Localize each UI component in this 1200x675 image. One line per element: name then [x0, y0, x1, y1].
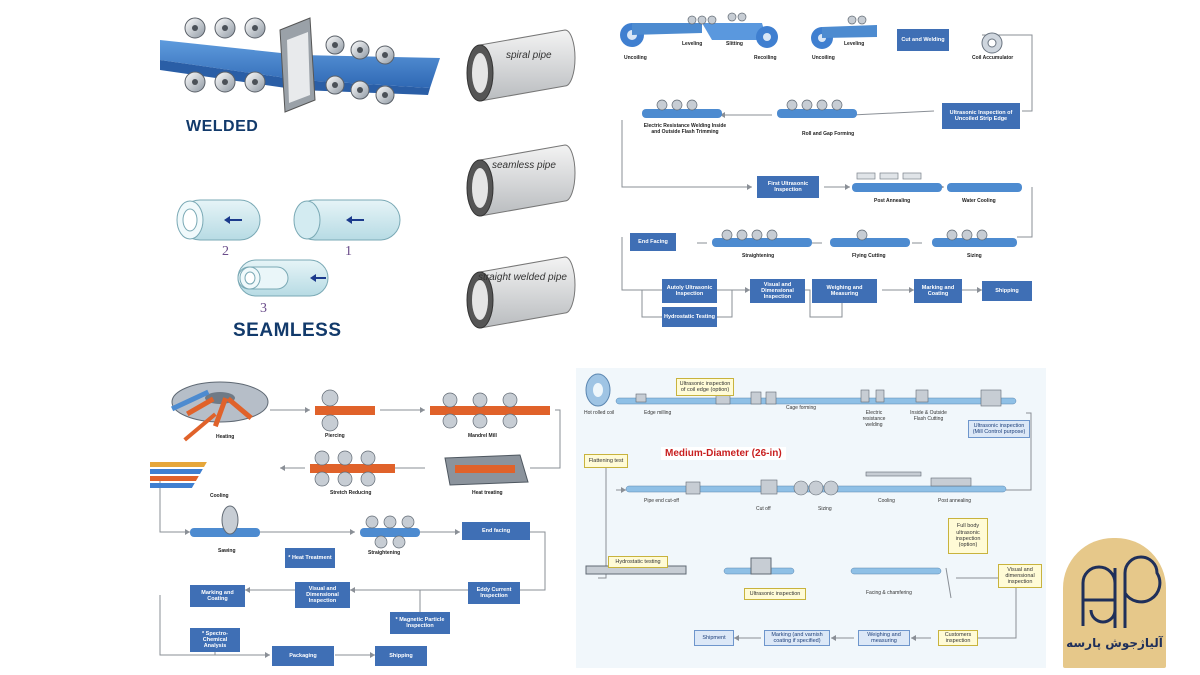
erw-uncoiling: Uncoiling — [624, 55, 647, 61]
spiral-pipe-label: spiral pipe — [506, 50, 552, 61]
erw-leveling-2: Leveling — [844, 41, 865, 47]
md-cage-forming: Cage forming — [786, 405, 817, 411]
erw-post-annealing: Post Annealing — [874, 198, 911, 204]
md-sizing: Sizing — [818, 506, 832, 512]
erw-flying-cutting: Flying Cutting — [852, 253, 886, 259]
medium-diameter-panel: Medium-Diameter (26-in) Hot rolled coil … — [576, 368, 1046, 668]
medium-title: Medium-Diameter (26-in) — [661, 447, 786, 460]
ajp-logo-icon — [1081, 555, 1162, 628]
pipe-types-illustration — [466, 29, 576, 329]
seamless-title: SEAMLESS — [233, 320, 342, 341]
erw-straightening: Straightening — [742, 253, 775, 259]
sl-heating: Heating — [216, 434, 235, 440]
md-hydro-box: Hydrostatic testing — [608, 556, 668, 568]
erw-uncoiling-2: Uncoiling — [812, 55, 835, 61]
sl-visual-box: Visual and Dimensional Inspection — [295, 582, 350, 608]
sl-magnetic-box: * Magnetic Particle Inspection — [390, 612, 450, 634]
erw-visual-dim-box: Visual and Dimensional Inspection — [750, 279, 805, 303]
sl-straightening: Straightening — [368, 550, 401, 556]
md-cut-off: Cut off — [756, 506, 771, 512]
md-cooling: Cooling — [878, 498, 895, 504]
erw-ultrasonic-strip-box: Ultrasonic Inspection of Uncoiled Strip … — [942, 103, 1020, 129]
md-erw: Electric resistance welding — [862, 410, 886, 428]
seamless-flow-panel: Heating Piercing Mandrel Mill Heat treat… — [150, 370, 570, 670]
straight-welded-pipe-label: straight welded pipe — [478, 272, 567, 283]
md-fullbody-ut-box: Full body ultrasonic inspection (option) — [948, 518, 988, 554]
pipe-number-3: 3 — [260, 301, 267, 316]
md-pipe-end-cutoff: Pipe end cut-off — [644, 498, 679, 504]
sl-piercing: Piercing — [325, 433, 345, 439]
straight-welded-pipe-icon — [466, 256, 576, 329]
sl-shipping-box: Shipping — [375, 646, 427, 666]
erw-end-facing-box: End Facing — [630, 233, 676, 251]
sl-cooling: Cooling — [210, 493, 229, 499]
sl-marking-box: Marking and Coating — [190, 585, 245, 607]
erw-first-ultrasonic-box: First Ultrasonic Inspection — [757, 176, 819, 198]
md-flash-cutting: Inside & Outside Flash Cutting — [910, 410, 947, 422]
sl-heat-treating: Heat treating — [472, 490, 503, 496]
erw-cut-welding-box: Cut and Welding — [897, 29, 949, 51]
erw-slitting: Slitting — [726, 41, 743, 47]
erw-recoiling: Recoiling — [754, 55, 777, 61]
erw-water-cooling: Water Cooling — [962, 198, 996, 204]
sl-end-facing-box: End facing — [462, 522, 530, 540]
erw-weighing-box: Weighing and Measuring — [812, 279, 877, 303]
sl-heat-treatment-box: * Heat Treatment — [285, 548, 335, 568]
md-edge-milling: Edge milling — [644, 410, 672, 416]
erw-leveling-1: Leveling — [682, 41, 703, 47]
sl-mandrel-mill: Mandrel Mill — [468, 433, 497, 439]
logo-text: آلیاژجوش پارسه — [1066, 636, 1163, 650]
md-weighing-box: Weighing and measuring — [858, 630, 910, 646]
md-shipment-box: Shipment — [694, 630, 734, 646]
md-post-annealing: Post annealing — [938, 498, 972, 504]
spiral-pipe-icon — [466, 29, 576, 102]
erw-coil-icons — [620, 12, 1022, 247]
medium-flow-lines — [585, 373, 1032, 641]
seamless-pipe-label: seamless pipe — [492, 160, 556, 171]
md-ut-coil-edge-box: Ultrasonic inspection of coil edge (opti… — [676, 378, 734, 396]
seamless-flow-lines — [150, 381, 561, 658]
pipe-number-1: 1 — [345, 244, 352, 259]
sl-packaging-box: Packaging — [272, 646, 334, 666]
sl-sawing: Sawing — [218, 548, 236, 554]
erw-hydrostatic-box: Hydrostatic Testing — [662, 307, 717, 327]
seamless-pipe-icon — [466, 144, 576, 217]
welded-seamless-panel: WELDED 2 1 3 SEAMLESS — [150, 0, 450, 350]
welded-illustration — [160, 17, 440, 113]
md-ut-mill-box: Ultrasonic inspection (Mill Control purp… — [968, 420, 1030, 438]
company-logo: آلیاژجوش پارسه — [1063, 538, 1166, 668]
erw-electric-resistance-welding: Electric Resistance Welding Inside and O… — [643, 123, 727, 135]
sl-eddy-current-box: Eddy Current Inspection — [468, 582, 520, 604]
md-ut-box: Ultrasonic inspection — [744, 588, 806, 600]
erw-autoly-ut-box: Autoly Ultrasonic Inspection — [662, 279, 717, 303]
seamless-illustration — [176, 199, 401, 297]
md-facing: Facing & chamfering — [866, 590, 912, 596]
erw-shipping-box: Shipping — [982, 281, 1032, 301]
md-visual-box: Visual and dimensional inspection — [998, 564, 1042, 588]
md-hot-rolled-coil: Hot rolled coil — [584, 410, 615, 416]
pipe-types-panel: spiral pipe seamless pipe straight welde… — [450, 20, 590, 340]
welded-title: WELDED — [186, 118, 259, 135]
erw-process-panel: Uncoiling Leveling Slitting Recoiling Un… — [612, 5, 1042, 327]
md-flattening-box: Flattening test — [584, 454, 628, 468]
sl-stretch-reducing: Stretch Reducing — [330, 490, 372, 496]
pipe-number-2: 2 — [222, 244, 229, 259]
erw-flow-lines — [620, 12, 1033, 318]
md-customers-box: Customers inspection — [938, 630, 978, 646]
sl-spectro-box: * Spectro-Chemical Analysis — [190, 628, 240, 652]
erw-sizing: Sizing — [967, 253, 982, 259]
erw-roll-gap-forming: Roll and Gap Forming — [802, 131, 855, 137]
erw-marking-box: Marking and Coating — [914, 279, 962, 303]
md-marking-box: Marking (and varnish coating if specifie… — [764, 630, 830, 646]
erw-coil-accumulator: Coil Accumulator — [972, 55, 1014, 61]
